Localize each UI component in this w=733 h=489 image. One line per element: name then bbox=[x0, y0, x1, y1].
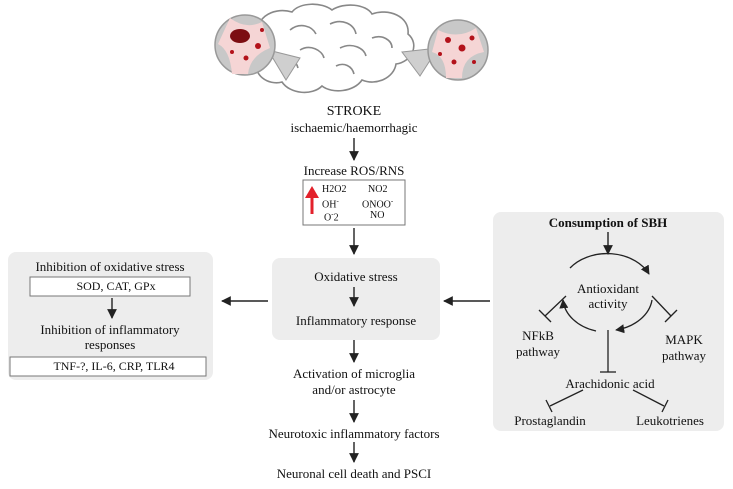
mapk-label: MAPK bbox=[665, 332, 703, 347]
ischaemic-lesion-icon bbox=[214, 14, 301, 81]
antioxidant-cycle-icon bbox=[559, 252, 653, 334]
ros-box bbox=[302, 179, 406, 226]
leukotrienes-label: Leukotrienes bbox=[636, 413, 704, 428]
oxidative-inhibition-title: Inhibition of oxidative stress bbox=[35, 259, 185, 274]
center-flow-arrows bbox=[107, 138, 613, 463]
stroke-title: STROKE bbox=[326, 104, 382, 119]
prostaglandin-label: Prostaglandin bbox=[514, 413, 586, 428]
ros-species: NO2 bbox=[368, 184, 388, 195]
inflammatory-markers: TNF-?, IL-6, CRP, TLR4 bbox=[53, 359, 175, 373]
oxidative-markers-box bbox=[29, 276, 191, 297]
inflammatory-inhibition-subtitle: responses bbox=[84, 337, 136, 352]
haemorrhagic-lesion-icon bbox=[401, 19, 489, 81]
ros-species: OH- bbox=[322, 197, 339, 211]
ros-species: ONOO- bbox=[362, 197, 394, 211]
arachidonic-label: Arachidonic acid bbox=[565, 376, 655, 391]
ros-species: NO bbox=[370, 210, 385, 221]
mapk-pathway-label: pathway bbox=[661, 348, 707, 363]
ros-title: Increase ROS/RNS bbox=[303, 163, 405, 178]
activity-label: activity bbox=[588, 296, 628, 311]
microglia-label: Activation of microglia bbox=[292, 366, 416, 381]
inflammatory-markers-box bbox=[9, 356, 207, 377]
ros-species: H2O2 bbox=[322, 184, 347, 195]
inflammatory-response-label: Inflammatory response bbox=[295, 313, 417, 328]
increase-arrow-icon bbox=[305, 186, 319, 214]
antioxidant-label: Antioxidant bbox=[576, 281, 640, 296]
oxidative-markers: SOD, CAT, GPx bbox=[76, 279, 156, 293]
inhibition-lines bbox=[538, 295, 678, 413]
neuronal-death-label: Neuronal cell death and PSCI bbox=[276, 466, 432, 481]
ros-species: O-2 bbox=[324, 210, 339, 224]
oxidative-stress-label: Oxidative stress bbox=[314, 269, 398, 284]
nfkb-pathway-label: pathway bbox=[515, 344, 561, 359]
sbh-title: Consumption of SBH bbox=[548, 215, 668, 230]
astrocyte-label: and/or astrocyte bbox=[312, 382, 396, 397]
stroke-subtitle: ischaemic/haemorrhagic bbox=[290, 120, 418, 135]
nfkb-label: NFkB bbox=[522, 328, 554, 343]
neurotoxic-label: Neurotoxic inflammatory factors bbox=[268, 426, 440, 441]
inflammatory-inhibition-title: Inhibition of inflammatory bbox=[40, 322, 180, 337]
